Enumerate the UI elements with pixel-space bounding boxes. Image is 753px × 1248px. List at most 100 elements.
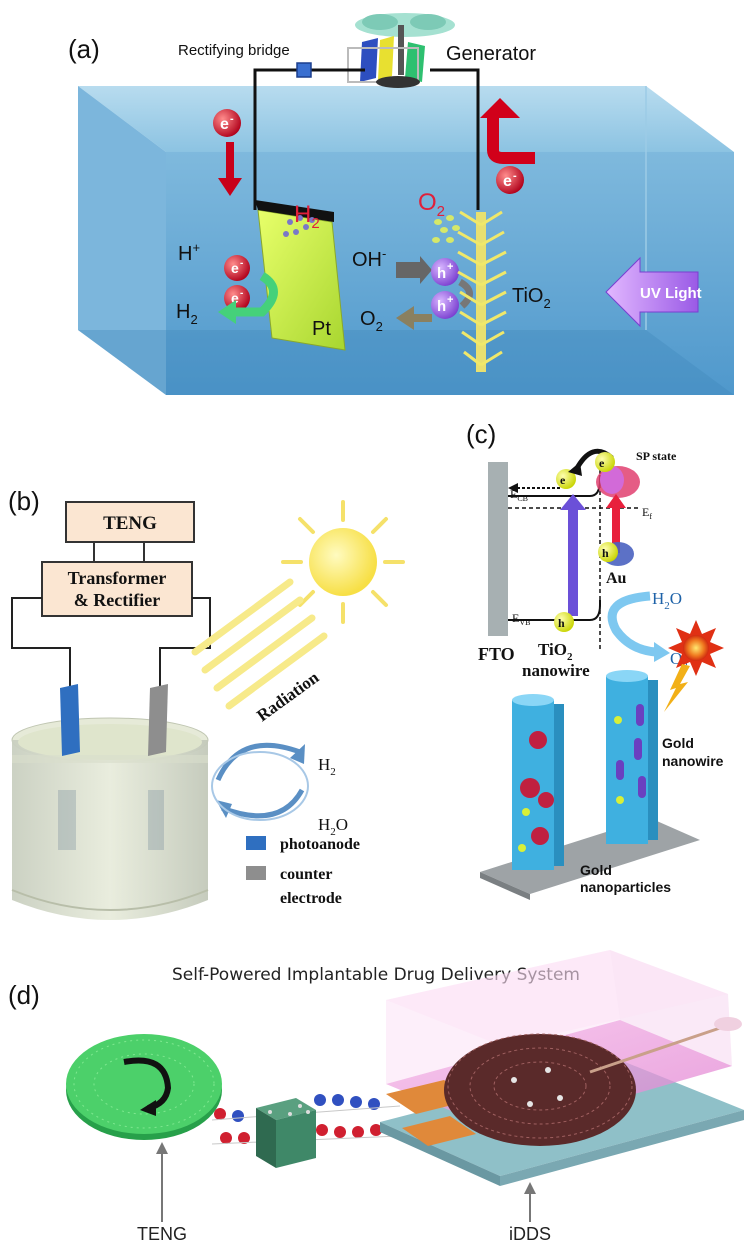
electron-charge: - <box>240 258 243 269</box>
electron-ball <box>556 469 576 489</box>
panel-d: (d) Self-Powered Implantable Drug Delive… <box>8 950 744 1244</box>
rectifying-bridge-label: Rectifying bridge <box>178 42 290 59</box>
green-arrow <box>218 300 236 324</box>
panel-a: (a) Rectifying bridge Generator e <box>68 13 734 395</box>
transformer-label-1: Transformer <box>68 568 167 588</box>
electron-label: e <box>599 456 605 470</box>
beaker <box>11 717 209 920</box>
hole-label: h <box>437 298 446 315</box>
electron-label: e <box>560 473 566 487</box>
legend-counter-label-2: electrode <box>280 890 342 907</box>
tio2-holes: h + h + <box>431 258 473 319</box>
h2o-label: H2O <box>652 589 682 612</box>
legend-swatch-counter <box>246 866 266 880</box>
legend-swatch-photoanode <box>246 836 266 850</box>
electron-label: e <box>231 290 239 306</box>
pt-electrons: e - e - <box>218 255 278 324</box>
generator-device <box>347 13 455 88</box>
anode-wire <box>11 597 71 688</box>
gold-nanoparticles-label-2: nanoparticles <box>580 879 671 895</box>
sp-state-label: SP state <box>636 449 677 463</box>
legend-photoanode-label: photoanode <box>280 836 360 853</box>
pt-electrode: Pt <box>255 200 346 351</box>
electron-label: e <box>220 116 229 133</box>
electron-label: e <box>503 173 512 190</box>
teng-label: TENG <box>103 513 157 534</box>
tank-top-surface <box>78 86 734 152</box>
radiation-label: Radiation <box>253 667 323 725</box>
up-arrow <box>480 98 520 118</box>
sun-icon <box>281 500 405 624</box>
oh-arrow <box>396 256 432 284</box>
electron-label: e <box>231 260 239 276</box>
teng-box <box>65 501 195 543</box>
rectifier-cube <box>256 1098 316 1168</box>
tank-left-side <box>78 86 166 395</box>
gold-nanoparticles-label-1: Gold <box>580 862 612 878</box>
tio2-label: TiO2 <box>512 285 551 311</box>
generator-label: Generator <box>446 43 536 65</box>
photoanode-electrode <box>60 684 80 756</box>
transformer-label-2: & Rectifier <box>74 590 160 610</box>
hole-charge: + <box>447 261 453 273</box>
electron-flow-left: e - <box>213 109 242 196</box>
teng-disc <box>66 1034 222 1140</box>
idds-device <box>380 950 744 1186</box>
water-splitting-cycle <box>211 742 309 821</box>
pt-label: Pt <box>312 318 331 340</box>
o2-bottom-label: O2 <box>360 308 383 334</box>
light-burst-icon <box>664 620 724 712</box>
panel-d-title: Self-Powered Implantable Drug Delivery S… <box>172 965 580 985</box>
evb-label: EVB <box>512 611 530 627</box>
gold-nanowire-label-1: Gold <box>662 735 694 751</box>
idds-label: iDDS <box>509 1224 551 1244</box>
ef-label: Ef <box>642 505 652 521</box>
nanowire-pillar-left <box>512 694 564 870</box>
h2-label: H2 <box>318 755 336 778</box>
panel-b-label: (b) <box>8 486 40 516</box>
uv-light-label: UV Light <box>640 285 702 302</box>
hole-label: h <box>602 546 609 560</box>
nanowire-pillar-right <box>606 670 658 844</box>
electrode-pad <box>402 1116 476 1146</box>
panel-b: (b) TENG Transformer & Rectifier <box>8 486 405 920</box>
radiation-beams <box>191 578 328 710</box>
fto-bar <box>488 462 508 636</box>
panel-c: (c) FTO ECB Ef EVB e e SP state h Au <box>466 419 724 900</box>
counter-electrode <box>148 684 168 756</box>
fto-label: FTO <box>478 644 515 664</box>
electron-charge: - <box>230 113 234 125</box>
ecb-label: ECB <box>510 487 528 503</box>
h-plus-label: H+ <box>178 240 200 265</box>
rectifier-chip <box>296 62 312 78</box>
legend-counter-label-1: counter <box>280 866 332 883</box>
tio2-nanowire-array <box>457 210 507 372</box>
o2-top-label: O2 <box>418 189 445 220</box>
panel-c-label: (c) <box>466 419 496 449</box>
h2-top-label: H2 <box>294 201 320 232</box>
left-wire <box>253 68 365 210</box>
o2-bubbles <box>432 215 460 243</box>
right-wire <box>430 68 480 210</box>
hole-label: h <box>558 616 565 630</box>
tio2-label: TiO2 <box>538 640 573 663</box>
down-arrow <box>218 178 242 196</box>
teng-label: TENG <box>137 1224 187 1244</box>
electron-charge: - <box>240 288 243 299</box>
h2o-label: H2O <box>318 815 348 838</box>
nanowire-label: nanowire <box>522 661 590 680</box>
cathode-wire <box>159 597 211 688</box>
hole-label: h <box>437 265 446 282</box>
h2-bottom-label: H2 <box>176 301 198 327</box>
gold-nanowire-label-2: nanowire <box>662 753 724 769</box>
panel-a-label: (a) <box>68 34 100 64</box>
electron-charge: - <box>513 170 517 182</box>
au-label: Au <box>606 570 627 587</box>
hole-charge: + <box>447 294 453 306</box>
oh-minus-label: OH- <box>352 246 386 271</box>
uv-light-arrow <box>605 256 699 328</box>
electron-flow-right: e - <box>480 98 535 194</box>
o2-arrow <box>396 306 432 330</box>
transformer-rectifier-box <box>41 561 193 617</box>
panel-d-label: (d) <box>8 980 40 1010</box>
